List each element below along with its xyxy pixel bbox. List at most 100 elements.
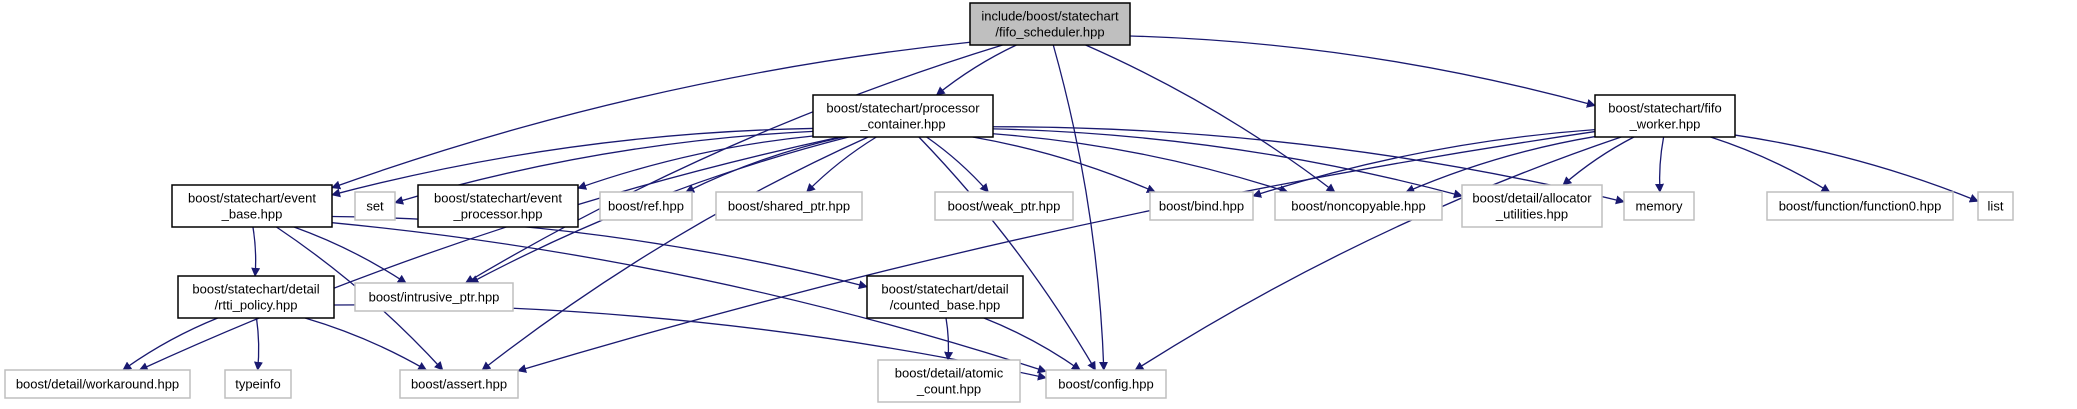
node-allocator-utilities: boost/detail/allocator_utilities.hpp xyxy=(1461,184,1603,228)
node-box xyxy=(1149,191,1254,221)
node-label: boost/weak_ptr.hpp xyxy=(948,199,1061,214)
node-label: boost/detail/allocator xyxy=(1472,191,1592,206)
node-label: boost/function/function0.hpp xyxy=(1779,199,1942,214)
node-label: boost/statechart/event xyxy=(188,191,316,206)
node-event-base[interactable]: boost/statechart/event_base.hpp xyxy=(171,184,333,228)
node-atomic-count: boost/detail/atomic_count.hpp xyxy=(877,359,1021,403)
edges-layer xyxy=(122,35,1979,381)
node-label: memory xyxy=(1636,199,1683,214)
node-intrusive-ptr: boost/intrusive_ptr.hpp xyxy=(354,282,514,312)
edge-processor_container-to-bind xyxy=(972,136,1156,193)
edge-fifo_worker-to-config xyxy=(1134,136,1622,371)
node-box xyxy=(177,275,335,319)
node-box xyxy=(877,359,1021,403)
node-label: boost/statechart/detail xyxy=(881,282,1008,297)
node-label: boost/detail/workaround.hpp xyxy=(16,377,179,392)
node-label: typeinfo xyxy=(235,377,281,392)
edge-counted_base-to-atomic_count xyxy=(944,317,954,361)
edge-root-to-intrusive_ptr xyxy=(464,44,1003,284)
edge-counted_base-to-config xyxy=(983,317,1081,371)
node-label: boost/statechart/event xyxy=(434,191,562,206)
node-label: _base.hpp xyxy=(221,207,283,222)
edge-root-to-config xyxy=(1052,44,1109,371)
node-box xyxy=(1623,191,1695,221)
edge-event_base-to-config xyxy=(331,222,1047,374)
node-bind: boost/bind.hpp xyxy=(1149,191,1254,221)
node-config: boost/config.hpp xyxy=(1045,369,1167,399)
node-label: boost/statechart/processor xyxy=(826,101,980,116)
node-workaround: boost/detail/workaround.hpp xyxy=(4,369,191,399)
edge-fifo_worker-to-allocator_utilities xyxy=(1562,136,1635,186)
edge-processor_container-to-noncopyable xyxy=(992,133,1289,194)
node-label: boost/assert.hpp xyxy=(411,377,507,392)
node-label: boost/statechart/detail xyxy=(192,282,319,297)
node-shared-ptr: boost/shared_ptr.hpp xyxy=(715,191,863,221)
edge-processor_container-to-allocator_utilities xyxy=(992,128,1463,199)
node-box xyxy=(934,191,1074,221)
edge-event_base-to-counted_base xyxy=(331,215,868,290)
node-fifo-worker[interactable]: boost/statechart/fifo_worker.hpp xyxy=(1594,94,1736,138)
node-label: include/boost/statechart xyxy=(981,9,1119,24)
node-box xyxy=(354,191,396,221)
node-box xyxy=(866,275,1024,319)
node-box xyxy=(4,369,191,399)
node-root[interactable]: include/boost/statechart/fifo_scheduler.… xyxy=(969,2,1131,46)
node-label: boost/noncopyable.hpp xyxy=(1291,199,1425,214)
node-box xyxy=(171,184,333,228)
node-label: set xyxy=(366,199,384,214)
edge-processor_container-to-shared_ptr xyxy=(806,136,877,193)
edge-processor_container-to-event_processor xyxy=(577,135,814,190)
edge-root-to-processor_container xyxy=(935,44,1017,96)
node-box xyxy=(1274,191,1443,221)
node-processor-container[interactable]: boost/statechart/processor_container.hpp xyxy=(812,94,994,138)
edge-root-to-noncopyable xyxy=(1085,44,1336,193)
node-box xyxy=(1594,94,1736,138)
node-label: _utilities.hpp xyxy=(1495,207,1568,222)
node-label: /rtti_policy.hpp xyxy=(215,298,298,313)
node-weak-ptr: boost/weak_ptr.hpp xyxy=(934,191,1074,221)
node-list: list xyxy=(1977,191,2014,221)
node-box xyxy=(224,369,292,399)
node-ref: boost/ref.hpp xyxy=(599,191,693,221)
node-box xyxy=(1461,184,1603,228)
edge-event_base-to-intrusive_ptr xyxy=(293,226,407,284)
edge-processor_container-to-config xyxy=(918,136,1096,371)
edge-fifo_worker-to-list xyxy=(1734,134,1979,203)
edge-processor_container-to-event_base xyxy=(331,127,814,198)
node-box xyxy=(1977,191,2014,221)
node-label: _count.hpp xyxy=(916,382,981,397)
node-label: list xyxy=(1988,199,2004,214)
edge-processor_container-to-workaround xyxy=(138,136,841,371)
node-assert: boost/assert.hpp xyxy=(399,369,519,399)
edge-fifo_worker-to-assert xyxy=(517,130,1596,373)
node-box xyxy=(354,282,514,312)
edge-fifo_worker-to-bind xyxy=(1252,128,1596,198)
node-label: boost/bind.hpp xyxy=(1159,199,1244,214)
node-box xyxy=(417,184,579,228)
edge-rtti_policy-to-typeinfo xyxy=(253,317,263,371)
edge-processor_container-to-memory xyxy=(992,126,1625,205)
node-label: _container.hpp xyxy=(859,117,945,132)
node-event-processor[interactable]: boost/statechart/event_processor.hpp xyxy=(417,184,579,228)
node-box xyxy=(1045,369,1167,399)
node-label: /counted_base.hpp xyxy=(890,298,1001,313)
node-label: /fifo_scheduler.hpp xyxy=(995,25,1104,40)
edge-rtti_policy-to-workaround xyxy=(122,317,218,371)
node-label: boost/shared_ptr.hpp xyxy=(728,199,850,214)
node-box xyxy=(399,369,519,399)
node-label: boost/statechart/fifo xyxy=(1608,101,1721,116)
node-function0: boost/function/function0.hpp xyxy=(1766,191,1954,221)
node-box xyxy=(715,191,863,221)
edge-event_base-to-rtti_policy xyxy=(251,226,261,277)
edge-processor_container-to-ref xyxy=(685,136,844,193)
node-box xyxy=(812,94,994,138)
edge-fifo_worker-to-noncopyable xyxy=(1405,135,1596,193)
node-rtti-policy[interactable]: boost/statechart/detail/rtti_policy.hpp xyxy=(177,275,335,319)
node-box xyxy=(599,191,693,221)
node-box xyxy=(1766,191,1954,221)
edge-rtti_policy-to-assert xyxy=(304,317,428,371)
node-box xyxy=(969,2,1131,46)
node-counted-base[interactable]: boost/statechart/detail/counted_base.hpp xyxy=(866,275,1024,319)
edge-fifo_worker-to-function0 xyxy=(1710,136,1831,193)
